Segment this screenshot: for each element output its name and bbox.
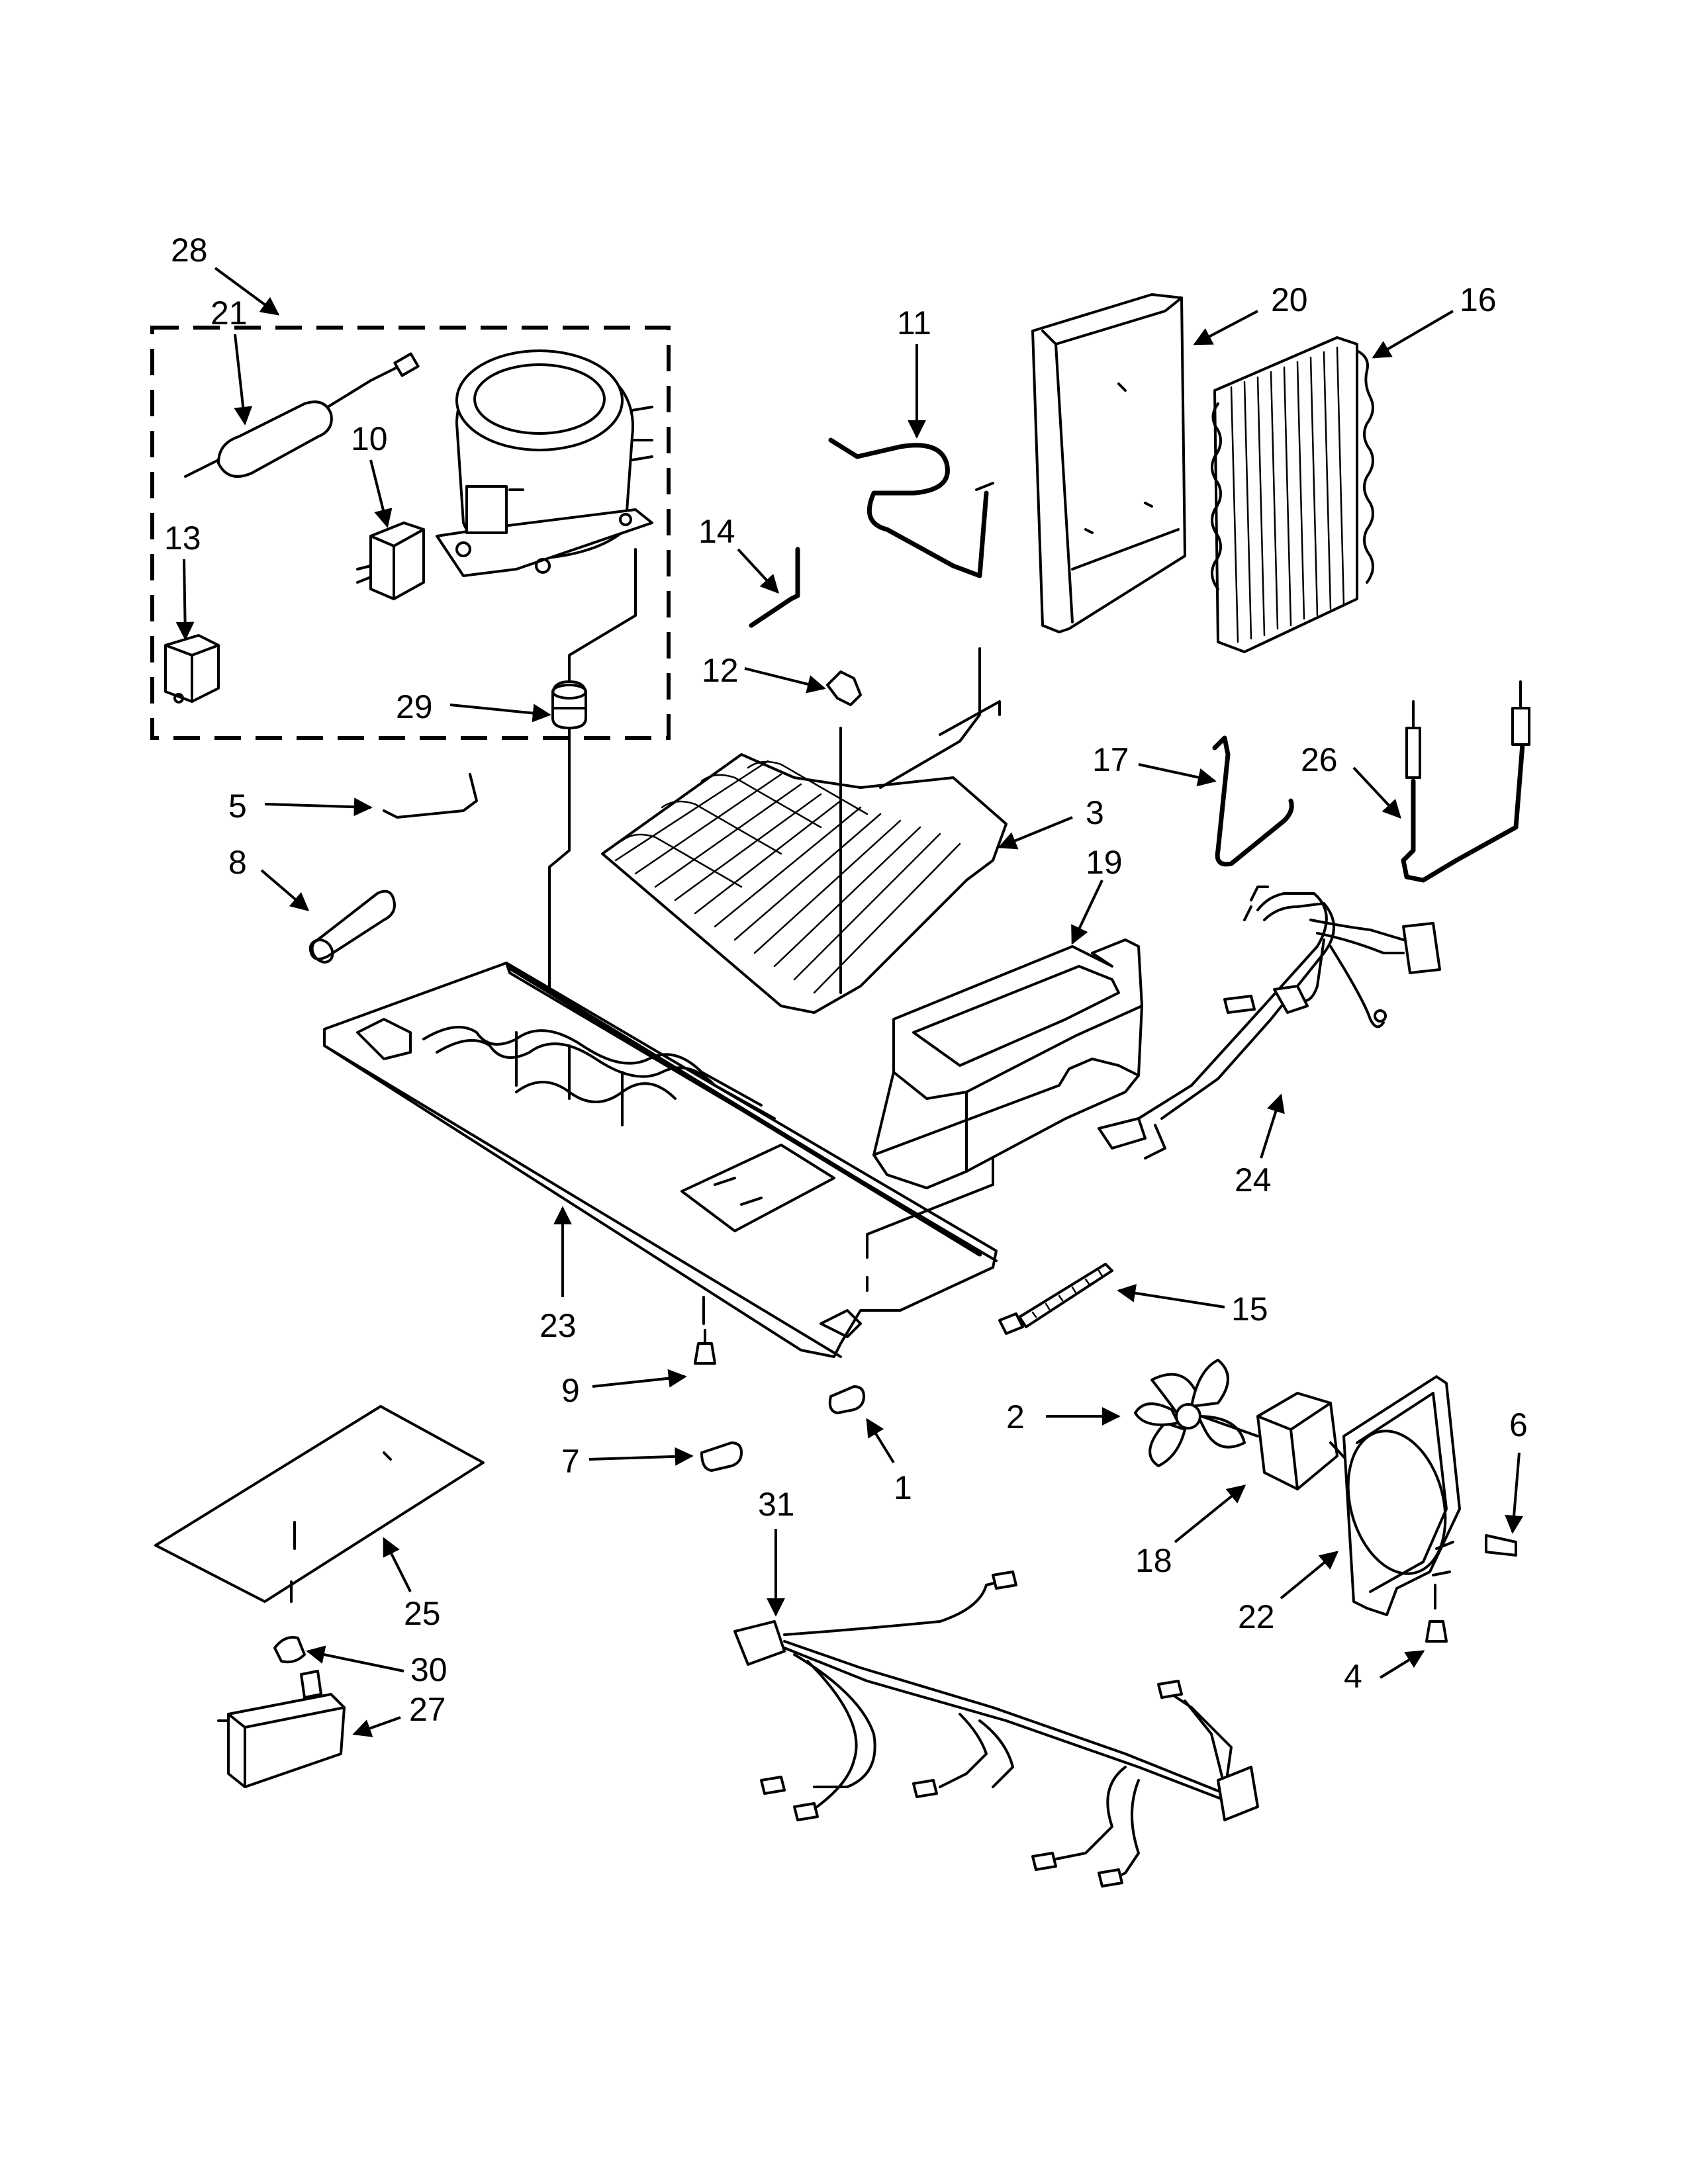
callout-labels: 28 21 10 13 29 11 14 12 20 16 17 26 3 19… (164, 232, 1528, 1728)
clip-30-part (273, 1636, 306, 1664)
screw-6-part (1485, 1534, 1517, 1557)
compressor-part (436, 349, 653, 577)
callout-19: 19 (1086, 844, 1123, 881)
control-box-part (217, 1670, 346, 1788)
callout-26: 26 (1301, 741, 1338, 778)
insulation-sheet-part (154, 1405, 485, 1603)
compressor-wire-lower (548, 727, 571, 1040)
tube-17-part (1212, 735, 1294, 867)
clip-12-part (826, 670, 862, 706)
compressor-kit-dashed-box (150, 326, 671, 740)
power-harness-part (1098, 886, 1441, 1160)
start-relay-part (356, 522, 425, 600)
callout-3: 3 (1086, 794, 1104, 831)
spacer-1-part (828, 1385, 865, 1414)
drier-part (184, 352, 420, 478)
callout-27: 27 (409, 1691, 446, 1728)
screw-4-part (1425, 1584, 1448, 1643)
callout-20: 20 (1271, 281, 1308, 318)
tie-strap-part (998, 1263, 1113, 1335)
callout-24: 24 (1235, 1161, 1272, 1199)
base-plate-part (323, 962, 998, 1358)
callout-23: 23 (539, 1307, 577, 1344)
callout-18: 18 (1135, 1542, 1172, 1579)
compressor-wire (568, 548, 637, 683)
callout-9: 9 (561, 1372, 580, 1409)
callout-31: 31 (758, 1486, 795, 1523)
callout-21: 21 (211, 295, 248, 332)
overload-part (164, 634, 220, 704)
callout-1: 1 (894, 1469, 912, 1506)
callout-2: 2 (1006, 1398, 1025, 1435)
tube-11-part (828, 437, 994, 578)
fan-shroud-part (1342, 1375, 1461, 1616)
leader-arrows (175, 267, 1524, 1737)
callout-12: 12 (702, 652, 739, 689)
callout-17: 17 (1092, 741, 1129, 778)
wire-harness-31-part (733, 1570, 1259, 1888)
callout-8: 8 (228, 844, 247, 881)
callout-15: 15 (1231, 1291, 1268, 1328)
spacer-7-part (700, 1441, 743, 1472)
grommet-part (551, 680, 587, 729)
callout-22: 22 (1238, 1598, 1275, 1635)
drain-pan-part (872, 938, 1143, 1189)
callout-4: 4 (1344, 1658, 1362, 1695)
tube-14-part (749, 547, 800, 628)
callout-29: 29 (396, 688, 433, 725)
fan-blade-part (1134, 1359, 1246, 1467)
condenser-part (1211, 336, 1374, 653)
evaporator-part (601, 647, 1008, 1014)
callout-7: 7 (561, 1443, 580, 1480)
callout-16: 16 (1460, 281, 1497, 318)
callout-14: 14 (698, 513, 735, 550)
callout-10: 10 (351, 420, 388, 457)
sleeve-8-part (308, 889, 396, 964)
callout-28: 28 (171, 232, 208, 269)
callout-25: 25 (404, 1595, 441, 1632)
callout-6: 6 (1509, 1406, 1528, 1443)
wire-5-part (383, 773, 478, 819)
tube-26-part (1401, 680, 1530, 883)
callout-11: 11 (897, 304, 931, 341)
callout-5: 5 (228, 788, 247, 825)
evaporator-cover-part (1031, 293, 1186, 633)
callout-13: 13 (164, 520, 201, 557)
callout-30: 30 (410, 1651, 447, 1688)
screw-9-part (694, 1296, 716, 1365)
